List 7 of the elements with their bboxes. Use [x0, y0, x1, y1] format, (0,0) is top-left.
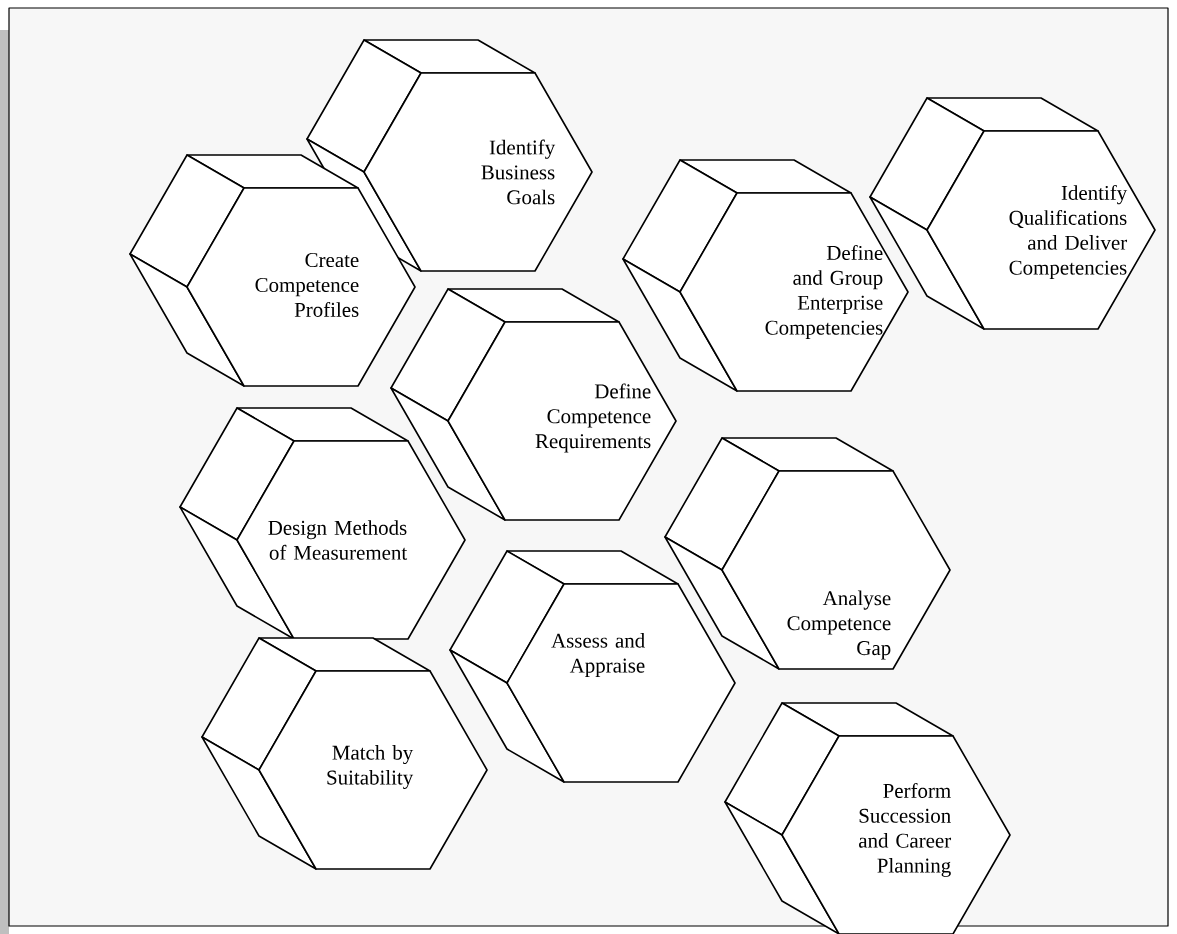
hexagon-prism: Design Methods of Measurement: [179, 407, 466, 640]
hexagon-prism: Perform Succession and Career Planning: [724, 702, 1011, 934]
hexagon-prism: Match by Suitability: [201, 637, 488, 870]
hexagon-prism: Analyse Competence Gap: [664, 437, 951, 670]
hexagon-prism: Define Competence Requirements: [390, 288, 677, 521]
hexagon-prism: Assess and Appraise: [449, 550, 736, 783]
hexagon-prism: Create Competence Profiles: [129, 154, 416, 387]
